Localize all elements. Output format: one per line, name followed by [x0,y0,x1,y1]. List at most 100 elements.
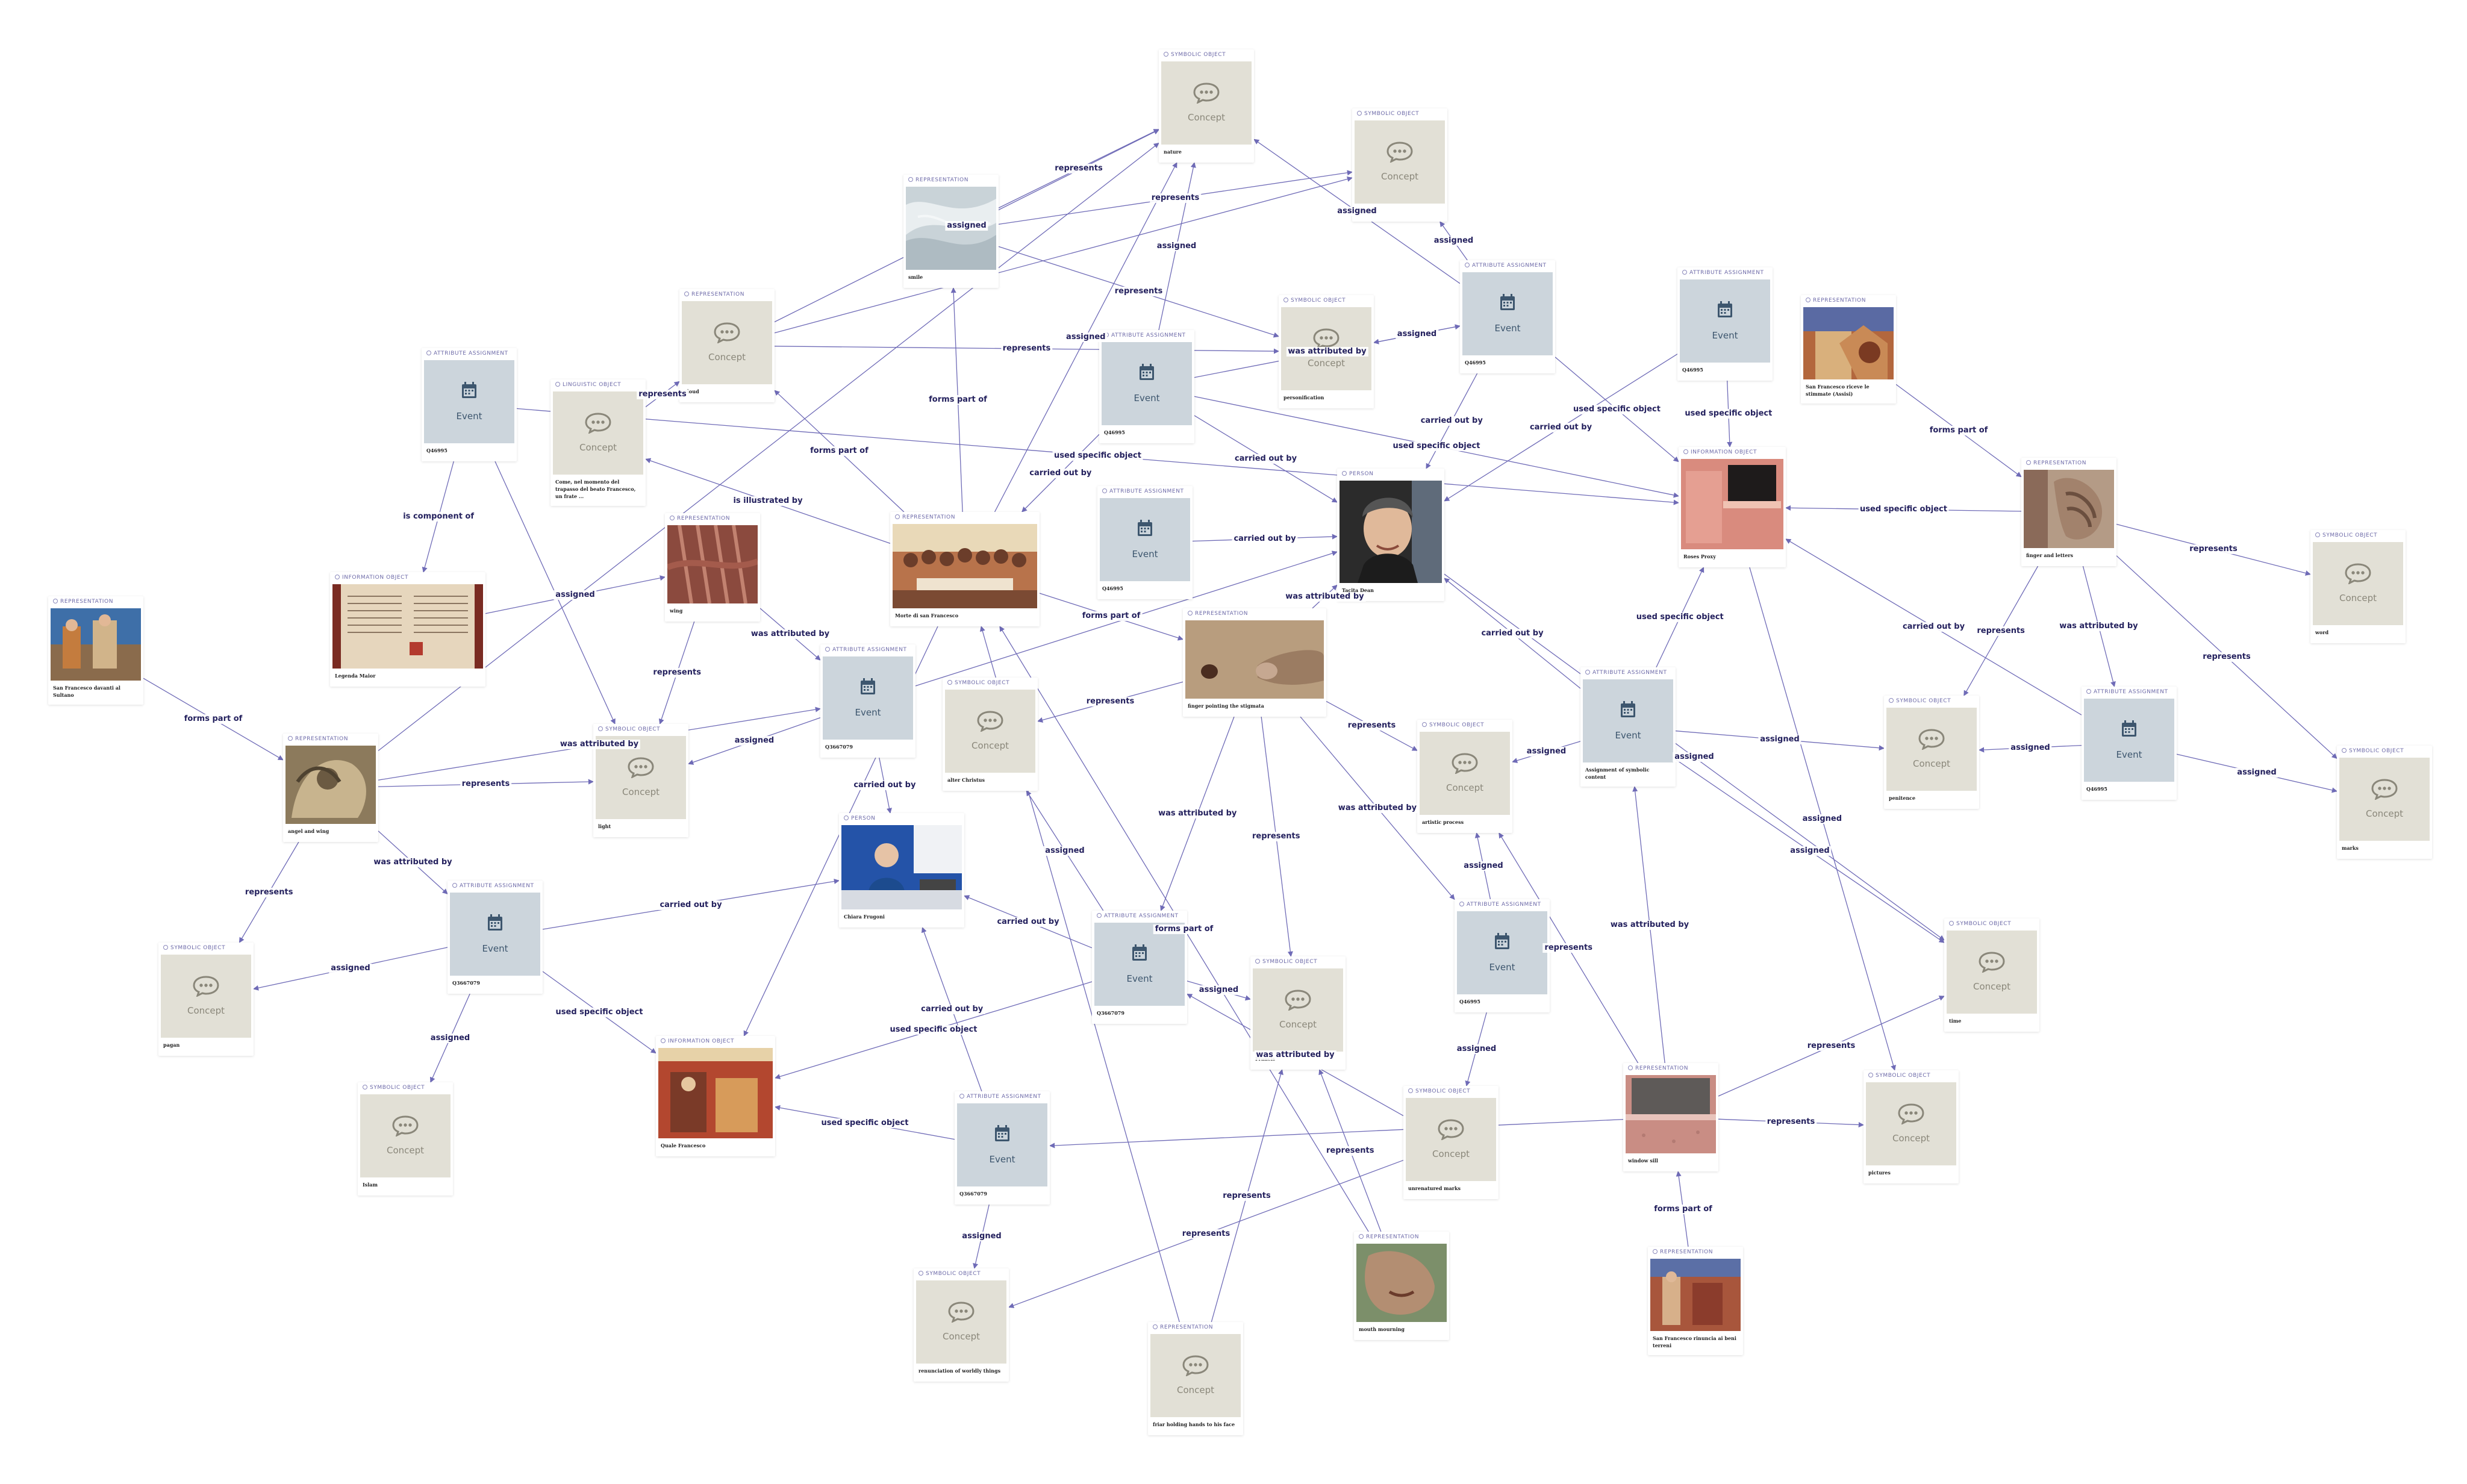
node-type-label: REPRESENTATION [1148,1322,1243,1334]
node-type-label: PERSON [839,813,964,825]
node-type-text: SYMBOLIC OBJECT [955,680,1010,686]
graph-node-symbolic-object-senses[interactable]: SYMBOLIC OBJECTConceptsenses [1352,108,1447,222]
event-placeholder: Event [823,656,913,740]
node-type-label: REPRESENTATION [283,734,378,746]
node-type-text: SYMBOLIC OBJECT [2322,532,2378,538]
concept-media-label: Concept [1279,1019,1317,1030]
node-label: Legenda Maior [335,673,376,679]
node-type-label: INFORMATION OBJECT [656,1036,775,1048]
concept-media-label: Concept [1307,358,1346,369]
edge-label-represents: represents [1221,1191,1273,1201]
edge-label-used-specific-object: used specific object [1052,450,1143,461]
node-type-icon [1868,1073,1873,1077]
event-media-label: Event [1712,330,1738,341]
node-type-label: ATTRIBUTE ASSIGNMENT [448,881,543,893]
concept-media-label: Concept [1176,1385,1215,1395]
event-media-label: Event [1489,962,1515,973]
edge-label-was-attributed-by: was attributed by [1336,803,1419,813]
node-type-icon [1102,488,1107,493]
node-label: finger and letters [2026,552,2074,558]
node-label: window sill [1628,1158,1658,1164]
node-type-label: SYMBOLIC OBJECT [358,1082,453,1094]
concept-media-label: Concept [971,740,1009,751]
edge-label-represents: represents [1765,1117,1817,1127]
node-type-text: REPRESENTATION [1813,298,1867,304]
edge-label-is-component-of: is component of [401,512,476,522]
concept-media-label: Concept [1446,782,1484,793]
node-type-text: SYMBOLIC OBJECT [605,726,661,732]
graph-node-representation-finger-and-letters[interactable]: REPRESENTATION finger and letters [2021,458,2116,566]
node-type-label: ATTRIBUTE ASSIGNMENT [820,644,915,656]
event-placeholder: Event [2084,699,2174,782]
node-label: San Francesco rinuncia ai beni terreni [1653,1335,1736,1348]
node-label: Q3667079 [1097,1010,1124,1016]
node-label: Q46995 [1102,585,1123,591]
node-type-icon [2342,748,2347,753]
node-type-label: REPRESENTATION [2021,458,2116,470]
concept-placeholder: Concept [1947,931,2037,1014]
node-type-label: ATTRIBUTE ASSIGNMENT [2082,687,2177,699]
edge-label-used-specific-object: used specific object [1634,613,1726,622]
node-type-icon [1342,471,1347,476]
node-label: Assignment of symbolic content [1585,767,1650,780]
concept-media-label: Concept [1973,981,2011,992]
event-media-label: Event [855,707,881,718]
concept-placeholder: Concept [1406,1098,1496,1181]
concept-media-label: Concept [386,1145,425,1156]
edge-label-represents: represents [1250,832,1302,841]
edge-label-represents: represents [1975,626,2027,636]
edge-label-forms-part-of: forms part of [1927,426,1990,435]
concept-placeholder: Concept [360,1094,451,1177]
concept-media-label: Concept [187,1005,225,1016]
edge-label-carried-out-by: carried out by [1418,416,1485,426]
node-type-icon [908,177,913,182]
edge-label-assigned: assigned [554,590,597,600]
node-type-icon [1188,611,1193,616]
node-type-icon [1585,670,1590,675]
edge-label-represents: represents [2188,544,2239,554]
concept-media-label: Concept [1432,1149,1470,1159]
edge-label-represents: represents [460,779,512,789]
